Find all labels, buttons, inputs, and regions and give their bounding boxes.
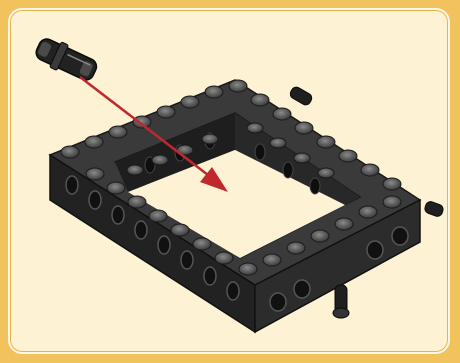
frame-right-side [254, 198, 421, 334]
technic-holes-right [269, 226, 409, 312]
insertion-arrow [79, 76, 228, 192]
brick-frame [48, 79, 444, 334]
connector-pin [35, 38, 98, 81]
frame-opening [128, 150, 345, 258]
instruction-step-panel [8, 8, 450, 354]
assembly-illustration [35, 38, 444, 334]
technic-holes-left [65, 175, 240, 301]
inserted-pins [289, 86, 444, 319]
studs [60, 79, 402, 276]
